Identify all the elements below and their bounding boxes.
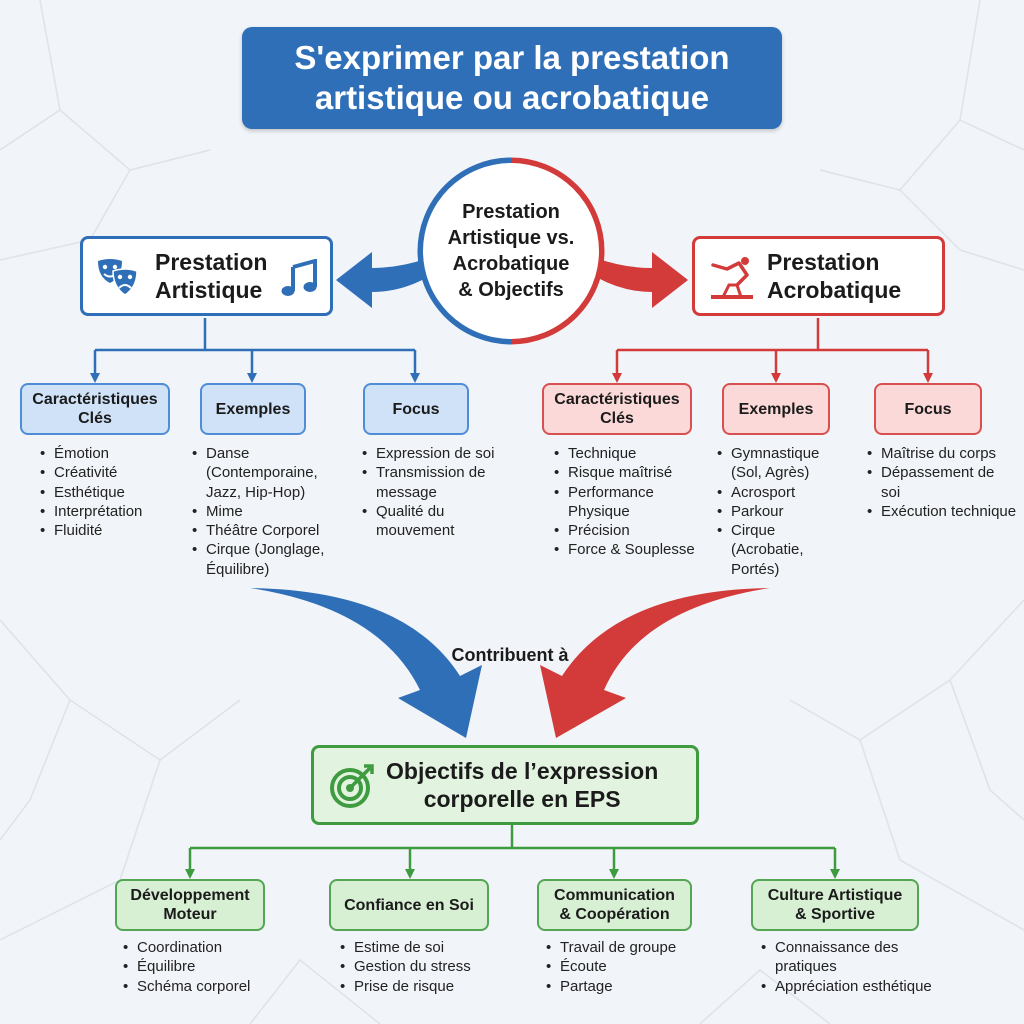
list-item: Acrosport <box>717 483 842 503</box>
center-circle: Prestation Artistique vs. Acrobatique & … <box>423 163 599 339</box>
list-item: Performance Physique <box>554 483 714 522</box>
objectif-confiance-list: Estime de soi Gestion du stress Prise de… <box>340 938 510 996</box>
list-item: Gymnastique (Sol, Agrès) <box>717 444 842 483</box>
objectifs-title: Objectifs de l’expression corporelle en … <box>386 757 658 813</box>
artistique-title: Prestation Artistique <box>155 248 267 304</box>
list-item: Écoute <box>546 957 716 977</box>
artistique-caracteristiques-list: Émotion Créativité Esthétique Interpréta… <box>40 444 190 541</box>
cat-label-line: Clés <box>600 410 634 427</box>
list-item: Appréciation esthétique <box>761 977 946 997</box>
artistique-cat-focus: Focus <box>363 383 469 435</box>
cat-label-line: & Coopération <box>559 906 670 923</box>
objectifs-title-line: corporelle en EPS <box>423 786 621 812</box>
contribuent-label: Contribuent à <box>451 645 569 665</box>
list-item: Dépassement de soi <box>867 463 1017 502</box>
list-item: Cirque (Jonglage, Équilibre) <box>192 540 342 579</box>
objectifs-box: Objectifs de l’expression corporelle en … <box>311 745 699 825</box>
center-line: Prestation <box>462 201 560 223</box>
objectif-developpement-list: Coordination Équilibre Schéma corporel <box>123 938 293 996</box>
list-item: Estime de soi <box>340 938 510 958</box>
acrobatique-cat-focus: Focus <box>874 383 982 435</box>
music-note-icon <box>281 259 317 296</box>
objectifs-title-line: Objectifs de l’expression <box>386 758 659 784</box>
center-line: Acrobatique <box>452 253 570 275</box>
artistique-exemples-list: Danse (Contemporaine, Jazz, Hip-Hop) Mim… <box>192 444 342 579</box>
cat-label-line: Moteur <box>163 906 217 923</box>
list-item: Transmission de message <box>362 463 512 502</box>
artistique-title-line: Prestation <box>155 249 268 275</box>
cat-label-line: Exemples <box>215 400 291 418</box>
page-title: S'exprimer par la prestation artistique … <box>242 27 782 129</box>
gymnast-icon <box>711 257 753 299</box>
artistique-box: Prestation Artistique <box>80 236 333 316</box>
acrobatique-focus-list: Maîtrise du corps Dépassement de soi Exé… <box>867 444 1017 521</box>
list-item: Qualité du mouvement <box>362 502 512 541</box>
list-item: Mime <box>192 502 342 522</box>
list-item: Travail de groupe <box>546 938 716 958</box>
cat-label-line: Focus <box>392 400 440 418</box>
list-item: Expression de soi <box>362 444 512 464</box>
cat-label-line: Confiance en Soi <box>344 896 474 914</box>
list-item: Créativité <box>40 463 190 483</box>
list-item: Précision <box>554 521 714 541</box>
list-item: Maîtrise du corps <box>867 444 1017 464</box>
page-title-line-2: artistique ou acrobatique <box>314 79 710 116</box>
objectif-cat-communication: Communication & Coopération <box>537 879 692 931</box>
list-item: Esthétique <box>40 483 190 503</box>
acrobatique-cat-exemples: Exemples <box>722 383 830 435</box>
list-item: Équilibre <box>123 957 293 977</box>
list-item: Émotion <box>40 444 190 464</box>
list-item: Force & Souplesse <box>554 540 714 560</box>
list-item: Cirque (Acrobatie, Portés) <box>717 521 842 579</box>
list-item: Coordination <box>123 938 293 958</box>
list-item: Connaissance des pratiques <box>761 938 946 977</box>
list-item: Danse (Contemporaine, Jazz, Hip-Hop) <box>192 444 342 502</box>
objectif-communication-list: Travail de groupe Écoute Partage <box>546 938 716 996</box>
acrobatique-title-line: Prestation <box>767 249 880 275</box>
acrobatique-title: Prestation Acrobatique <box>767 248 901 304</box>
center-line: Artistique vs. <box>447 227 575 249</box>
cat-label-line: Exemples <box>738 400 814 418</box>
list-item: Interprétation <box>40 502 190 522</box>
list-item: Fluidité <box>40 521 190 541</box>
cat-label-line: Caractéristiques <box>554 391 680 408</box>
center-line: & Objectifs <box>458 279 564 301</box>
list-item: Gestion du stress <box>340 957 510 977</box>
cat-label-line: & Sportive <box>794 906 875 923</box>
cat-label-line: Communication <box>554 887 675 904</box>
target-icon <box>330 764 374 808</box>
cat-label-line: Focus <box>904 400 952 418</box>
artistique-cat-exemples: Exemples <box>200 383 306 435</box>
cat-label-line: Caractéristiques <box>32 391 158 408</box>
list-item: Théâtre Corporel <box>192 521 342 541</box>
acrobatique-box: Prestation Acrobatique <box>692 236 945 316</box>
list-item: Technique <box>554 444 714 464</box>
objectif-culture-list: Connaissance des pratiques Appréciation … <box>761 938 946 996</box>
acrobatique-exemples-list: Gymnastique (Sol, Agrès) Acrosport Parko… <box>717 444 842 579</box>
acrobatique-title-line: Acrobatique <box>767 277 902 303</box>
acrobatique-caracteristiques-list: Technique Risque maîtrisé Performance Ph… <box>554 444 714 560</box>
artistique-focus-list: Expression de soi Transmission de messag… <box>362 444 512 540</box>
list-item: Parkour <box>717 502 842 522</box>
artistique-title-line: Artistique <box>155 277 263 303</box>
list-item: Prise de risque <box>340 977 510 997</box>
list-item: Exécution technique <box>867 502 1017 522</box>
page-title-line-1: S'exprimer par la prestation <box>294 39 730 76</box>
list-item: Risque maîtrisé <box>554 463 714 483</box>
list-item: Partage <box>546 977 716 997</box>
cat-label-line: Clés <box>78 410 112 427</box>
list-item: Schéma corporel <box>123 977 293 997</box>
cat-label-line: Culture Artistique <box>767 887 903 904</box>
objectif-cat-culture: Culture Artistique & Sportive <box>751 879 919 931</box>
cat-label-line: Développement <box>130 887 250 904</box>
theater-masks-icon <box>98 259 138 296</box>
objectif-cat-confiance: Confiance en Soi <box>329 879 489 931</box>
